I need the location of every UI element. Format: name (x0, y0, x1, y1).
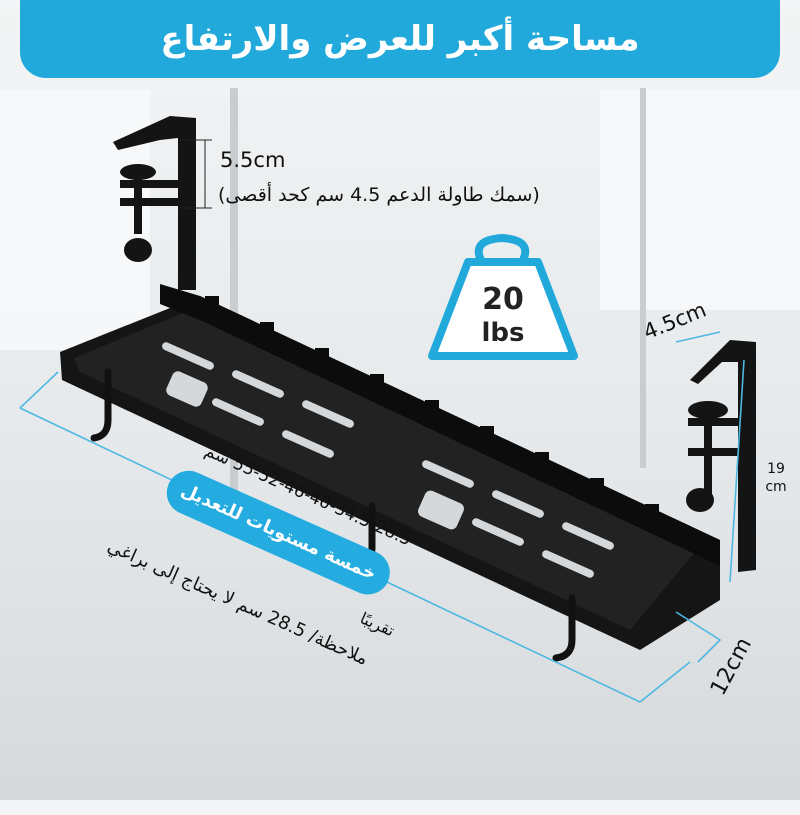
banner-title: مساحة أكبر للعرض والارتفاع (160, 19, 640, 59)
background-window (0, 90, 150, 350)
length-approx: تقريبًا (357, 608, 398, 641)
background-window (600, 90, 800, 310)
weight-icon (428, 233, 578, 360)
clamp-height-label: 5.5cm (220, 148, 286, 172)
right-clamp (686, 340, 756, 572)
background-frame (640, 88, 646, 468)
weight-unit: lbs (481, 318, 525, 348)
depth-label: 19 cm (765, 461, 787, 496)
left-clamp (113, 116, 196, 290)
title-banner: مساحة أكبر للعرض والارتفاع (20, 0, 780, 78)
weight-value: 20 (482, 282, 524, 317)
tray (60, 284, 720, 662)
background-frame (230, 88, 238, 508)
clamp-thickness-note: (سمك طاولة الدعم 4.5 سم كحد أقصى) (218, 184, 540, 206)
